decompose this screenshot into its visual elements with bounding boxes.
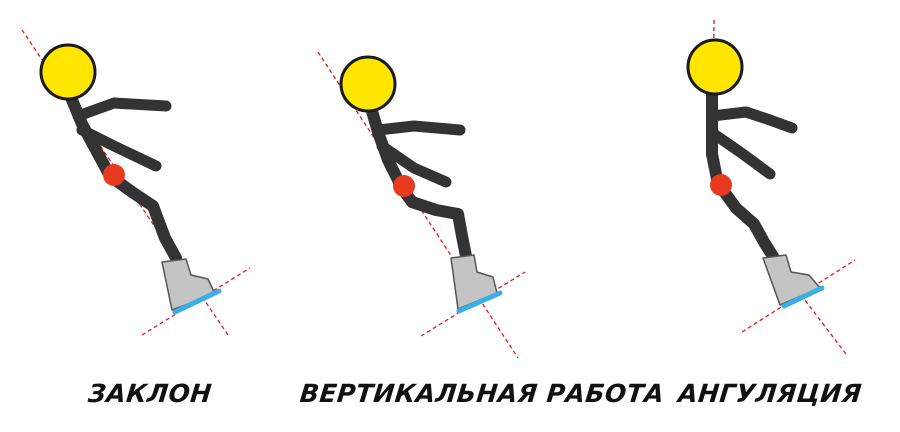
head	[39, 43, 97, 101]
panel-lean-back	[21, 29, 251, 336]
upper-arm	[372, 120, 466, 136]
leg	[714, 180, 780, 264]
head	[686, 38, 744, 96]
ski	[781, 285, 825, 309]
ski	[456, 290, 503, 314]
leg	[104, 170, 182, 264]
ski-slope-line	[420, 271, 526, 337]
panel-vertical-work	[317, 51, 526, 359]
hip-joint	[103, 164, 125, 186]
upper-arm	[706, 106, 798, 134]
upper-arm	[72, 97, 172, 122]
boot	[762, 254, 821, 306]
boot	[450, 254, 498, 310]
hip-joint	[393, 175, 415, 197]
head	[339, 55, 397, 113]
panel-angulation	[686, 19, 856, 355]
caption-vertical-work: ВЕРТИКАЛЬНАЯ РАБОТА	[298, 379, 666, 408]
boot	[161, 258, 216, 311]
lower-arm	[708, 128, 776, 180]
caption-angulation: АНГУЛЯЦИЯ	[676, 379, 864, 408]
hip-joint	[710, 174, 732, 196]
lower-arm	[76, 124, 162, 172]
leg	[396, 182, 472, 262]
ski	[172, 288, 222, 315]
caption-lean-back: ЗАКЛОН	[86, 379, 214, 408]
lower-arm	[376, 140, 452, 188]
